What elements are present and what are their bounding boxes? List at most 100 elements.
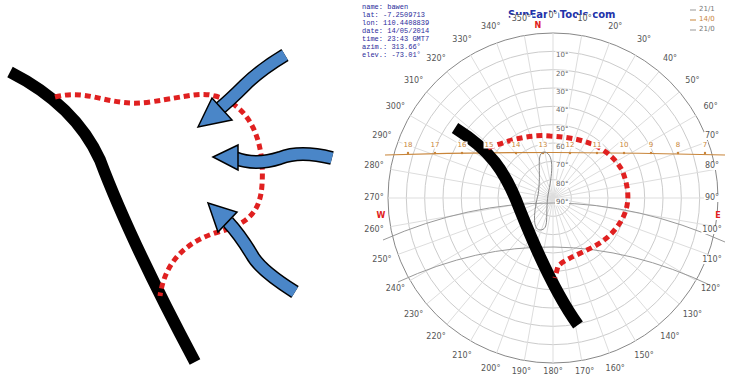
azimuth-label: 340° xyxy=(480,23,501,31)
azimuth-label: 320° xyxy=(425,55,446,63)
azimuth-label: 280° xyxy=(363,162,384,170)
azimuth-label: 80° xyxy=(704,162,720,170)
red-dotted-boundary xyxy=(488,136,628,278)
elevation-label: 90° xyxy=(555,199,569,206)
compass-letter: N xyxy=(534,22,543,30)
azimuth-label: 250° xyxy=(371,256,392,264)
hour-tick xyxy=(515,152,517,154)
azimuth-line xyxy=(553,198,718,199)
azimuth-label: 200° xyxy=(480,365,501,373)
elevation-label: 30° xyxy=(555,89,569,96)
azimuth-line xyxy=(553,33,554,198)
location-info: lat: -7.2509713 xyxy=(362,12,425,19)
azimuth-label: 240° xyxy=(385,285,406,293)
hour-tick xyxy=(407,152,409,154)
hour-label: 10 xyxy=(619,142,630,149)
location-info: elev.: -73.01° xyxy=(362,52,421,59)
azimuth-label: 140° xyxy=(659,333,680,341)
legend-text: 21/0 xyxy=(699,26,715,33)
elevation-label: 10° xyxy=(555,52,569,59)
elevation-label: 80° xyxy=(555,180,569,187)
azimuth-label: 120° xyxy=(700,285,721,293)
hour-label: 14 xyxy=(511,142,522,149)
hour-tick xyxy=(596,152,598,154)
azimuth-label: 290° xyxy=(371,132,392,140)
hour-tick xyxy=(650,152,652,154)
azimuth-line xyxy=(553,142,708,198)
sun-path-winter xyxy=(383,203,725,242)
azimuth-label: 180° xyxy=(542,368,563,376)
ridge-line xyxy=(455,128,578,325)
azimuth-label: 100° xyxy=(701,226,722,234)
hour-tick xyxy=(677,152,679,154)
legend-line xyxy=(690,10,696,11)
elevation-label: 20° xyxy=(555,70,569,77)
legend-samples xyxy=(690,10,696,30)
azimuth-line xyxy=(553,198,609,353)
location-info: azim.: 313.66° xyxy=(362,44,421,51)
azimuth-line xyxy=(553,92,679,198)
azimuth-line xyxy=(524,36,553,198)
hour-tick xyxy=(704,152,706,154)
sun-path-today xyxy=(385,153,725,156)
hour-label: 9 xyxy=(648,142,654,149)
hour-label: 7 xyxy=(702,142,708,149)
wind-arrow xyxy=(198,55,285,127)
azimuth-label: 90° xyxy=(704,194,720,202)
location-info: name: bawen xyxy=(362,4,408,11)
location-info: date: 14/05/2014 xyxy=(362,28,429,35)
hour-tick xyxy=(434,152,436,154)
hour-label: 13 xyxy=(538,142,549,149)
azimuth-line xyxy=(388,198,553,199)
azimuth-label: 190° xyxy=(511,368,532,376)
azimuth-label: 30° xyxy=(636,36,652,44)
hour-label: 12 xyxy=(565,142,576,149)
compass-letter: W xyxy=(376,212,387,220)
wind-arrow xyxy=(208,203,295,292)
hour-tick xyxy=(623,152,625,154)
ridge-line xyxy=(10,72,195,362)
hour-label: 15 xyxy=(484,142,495,149)
azimuth-label: 210° xyxy=(451,352,472,360)
azimuth-label: 270° xyxy=(363,194,384,202)
azimuth-line xyxy=(553,169,715,198)
analemma xyxy=(535,152,552,230)
azimuth-label: 310° xyxy=(403,77,424,85)
hour-ticks xyxy=(407,152,706,154)
azimuth-label: 0° xyxy=(547,12,558,20)
azimuth-label: 300° xyxy=(385,103,406,111)
location-info: time: 23:43 GMT7 xyxy=(362,36,429,43)
azimuth-label: 150° xyxy=(633,352,654,360)
azimuth-label: 260° xyxy=(363,226,384,234)
legend-text: 14/0 xyxy=(699,16,715,23)
hour-label: 16 xyxy=(457,142,468,149)
azimuth-label: 20° xyxy=(607,23,623,31)
azimuth-label: 70° xyxy=(704,132,720,140)
azimuth-label: 170° xyxy=(574,368,595,376)
hour-label: 8 xyxy=(675,142,681,149)
azimuth-label: 330° xyxy=(451,36,472,44)
azimuth-label: 50° xyxy=(684,77,700,85)
hour-label: 11 xyxy=(592,142,603,149)
azimuth-label: 130° xyxy=(682,311,703,319)
hour-label: 17 xyxy=(430,142,441,149)
azimuth-label: 10° xyxy=(577,15,593,23)
hour-label: 18 xyxy=(403,142,414,149)
azimuth-label: 160° xyxy=(605,365,626,373)
elevation-label: 40° xyxy=(555,107,569,114)
azimuth-label: 350° xyxy=(511,15,532,23)
polar-grid xyxy=(388,33,718,363)
elevation-ring xyxy=(388,33,718,363)
wind-arrow xyxy=(213,145,332,170)
elevation-label: 50° xyxy=(555,125,569,132)
hour-tick xyxy=(461,152,463,154)
azimuth-label: 60° xyxy=(703,103,719,111)
azimuth-label: 110° xyxy=(701,256,722,264)
azimuth-label: 220° xyxy=(425,333,446,341)
hour-tick xyxy=(569,152,571,154)
azimuth-label: 40° xyxy=(662,55,678,63)
red-dotted-boundary xyxy=(55,94,262,296)
legend-line xyxy=(690,30,696,31)
compass-letter: E xyxy=(714,212,721,220)
legend-line xyxy=(690,20,696,21)
